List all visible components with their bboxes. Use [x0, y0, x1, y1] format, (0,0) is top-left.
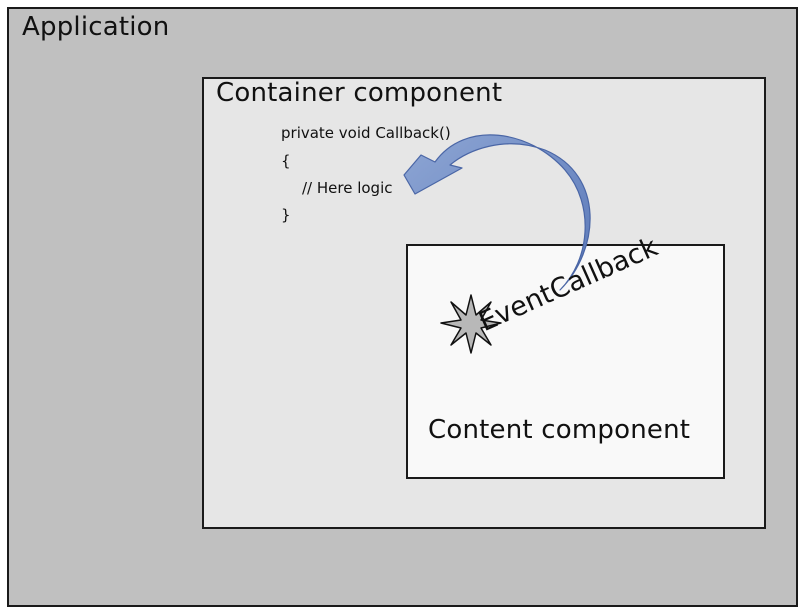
code-line-comment: // Here logic: [302, 179, 393, 197]
application-title: Application: [22, 12, 170, 42]
event-star-icon: [440, 294, 502, 354]
code-line-open-brace: {: [281, 152, 291, 170]
code-line-close-brace: }: [281, 206, 291, 224]
content-component-title: Content component: [428, 415, 691, 445]
code-line-signature: private void Callback(): [281, 124, 451, 142]
callback-arrow: [403, 134, 591, 291]
container-component-title: Container component: [216, 78, 503, 108]
